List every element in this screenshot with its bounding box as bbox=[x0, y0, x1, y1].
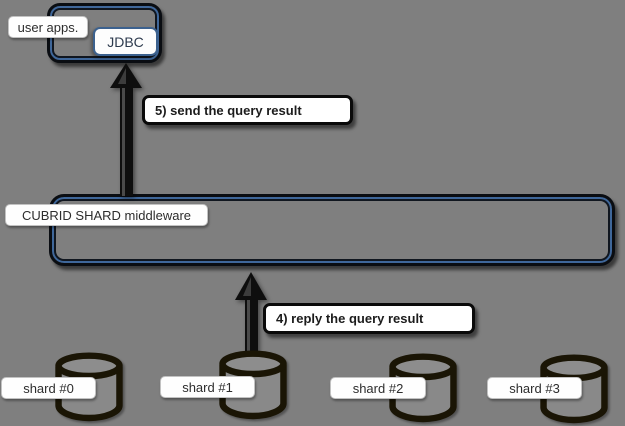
shard3-label: shard #3 bbox=[487, 377, 582, 399]
arrow-shaft bbox=[120, 85, 133, 196]
step5-callout-text: 5) send the query result bbox=[155, 102, 302, 118]
step4-callout: 4) reply the query result bbox=[263, 303, 475, 334]
arrow-shaft-highlight bbox=[122, 85, 125, 196]
step4-callout-text: 4) reply the query result bbox=[276, 311, 424, 326]
jdbc-label: JDBC bbox=[107, 33, 144, 50]
arrow-up-reply-query-result bbox=[235, 272, 267, 354]
shard1-label: shard #1 bbox=[160, 376, 255, 398]
step5-callout: 5) send the query result bbox=[142, 95, 353, 125]
shard0-label-text: shard #0 bbox=[23, 380, 74, 396]
arrow-shaft-highlight bbox=[247, 297, 250, 354]
arrow-up-send-query-result bbox=[110, 63, 142, 196]
arrow-head-highlight bbox=[243, 277, 251, 296]
shard0-label: shard #0 bbox=[1, 377, 96, 399]
shard2-label-text: shard #2 bbox=[352, 380, 404, 396]
arrow-head-highlight bbox=[118, 68, 126, 84]
middleware-label: CUBRID SHARD middleware bbox=[5, 204, 208, 226]
middleware-label-text: CUBRID SHARD middleware bbox=[21, 207, 192, 223]
arrow-shaft bbox=[245, 297, 258, 354]
shard1-label-text: shard #1 bbox=[182, 379, 233, 395]
user-apps-label: user apps. bbox=[8, 16, 88, 38]
jdbc-box: JDBC bbox=[93, 27, 158, 56]
user-apps-label-text: user apps. bbox=[17, 19, 79, 35]
shard3-label-text: shard #3 bbox=[509, 380, 560, 396]
shard2-label: shard #2 bbox=[330, 377, 426, 399]
